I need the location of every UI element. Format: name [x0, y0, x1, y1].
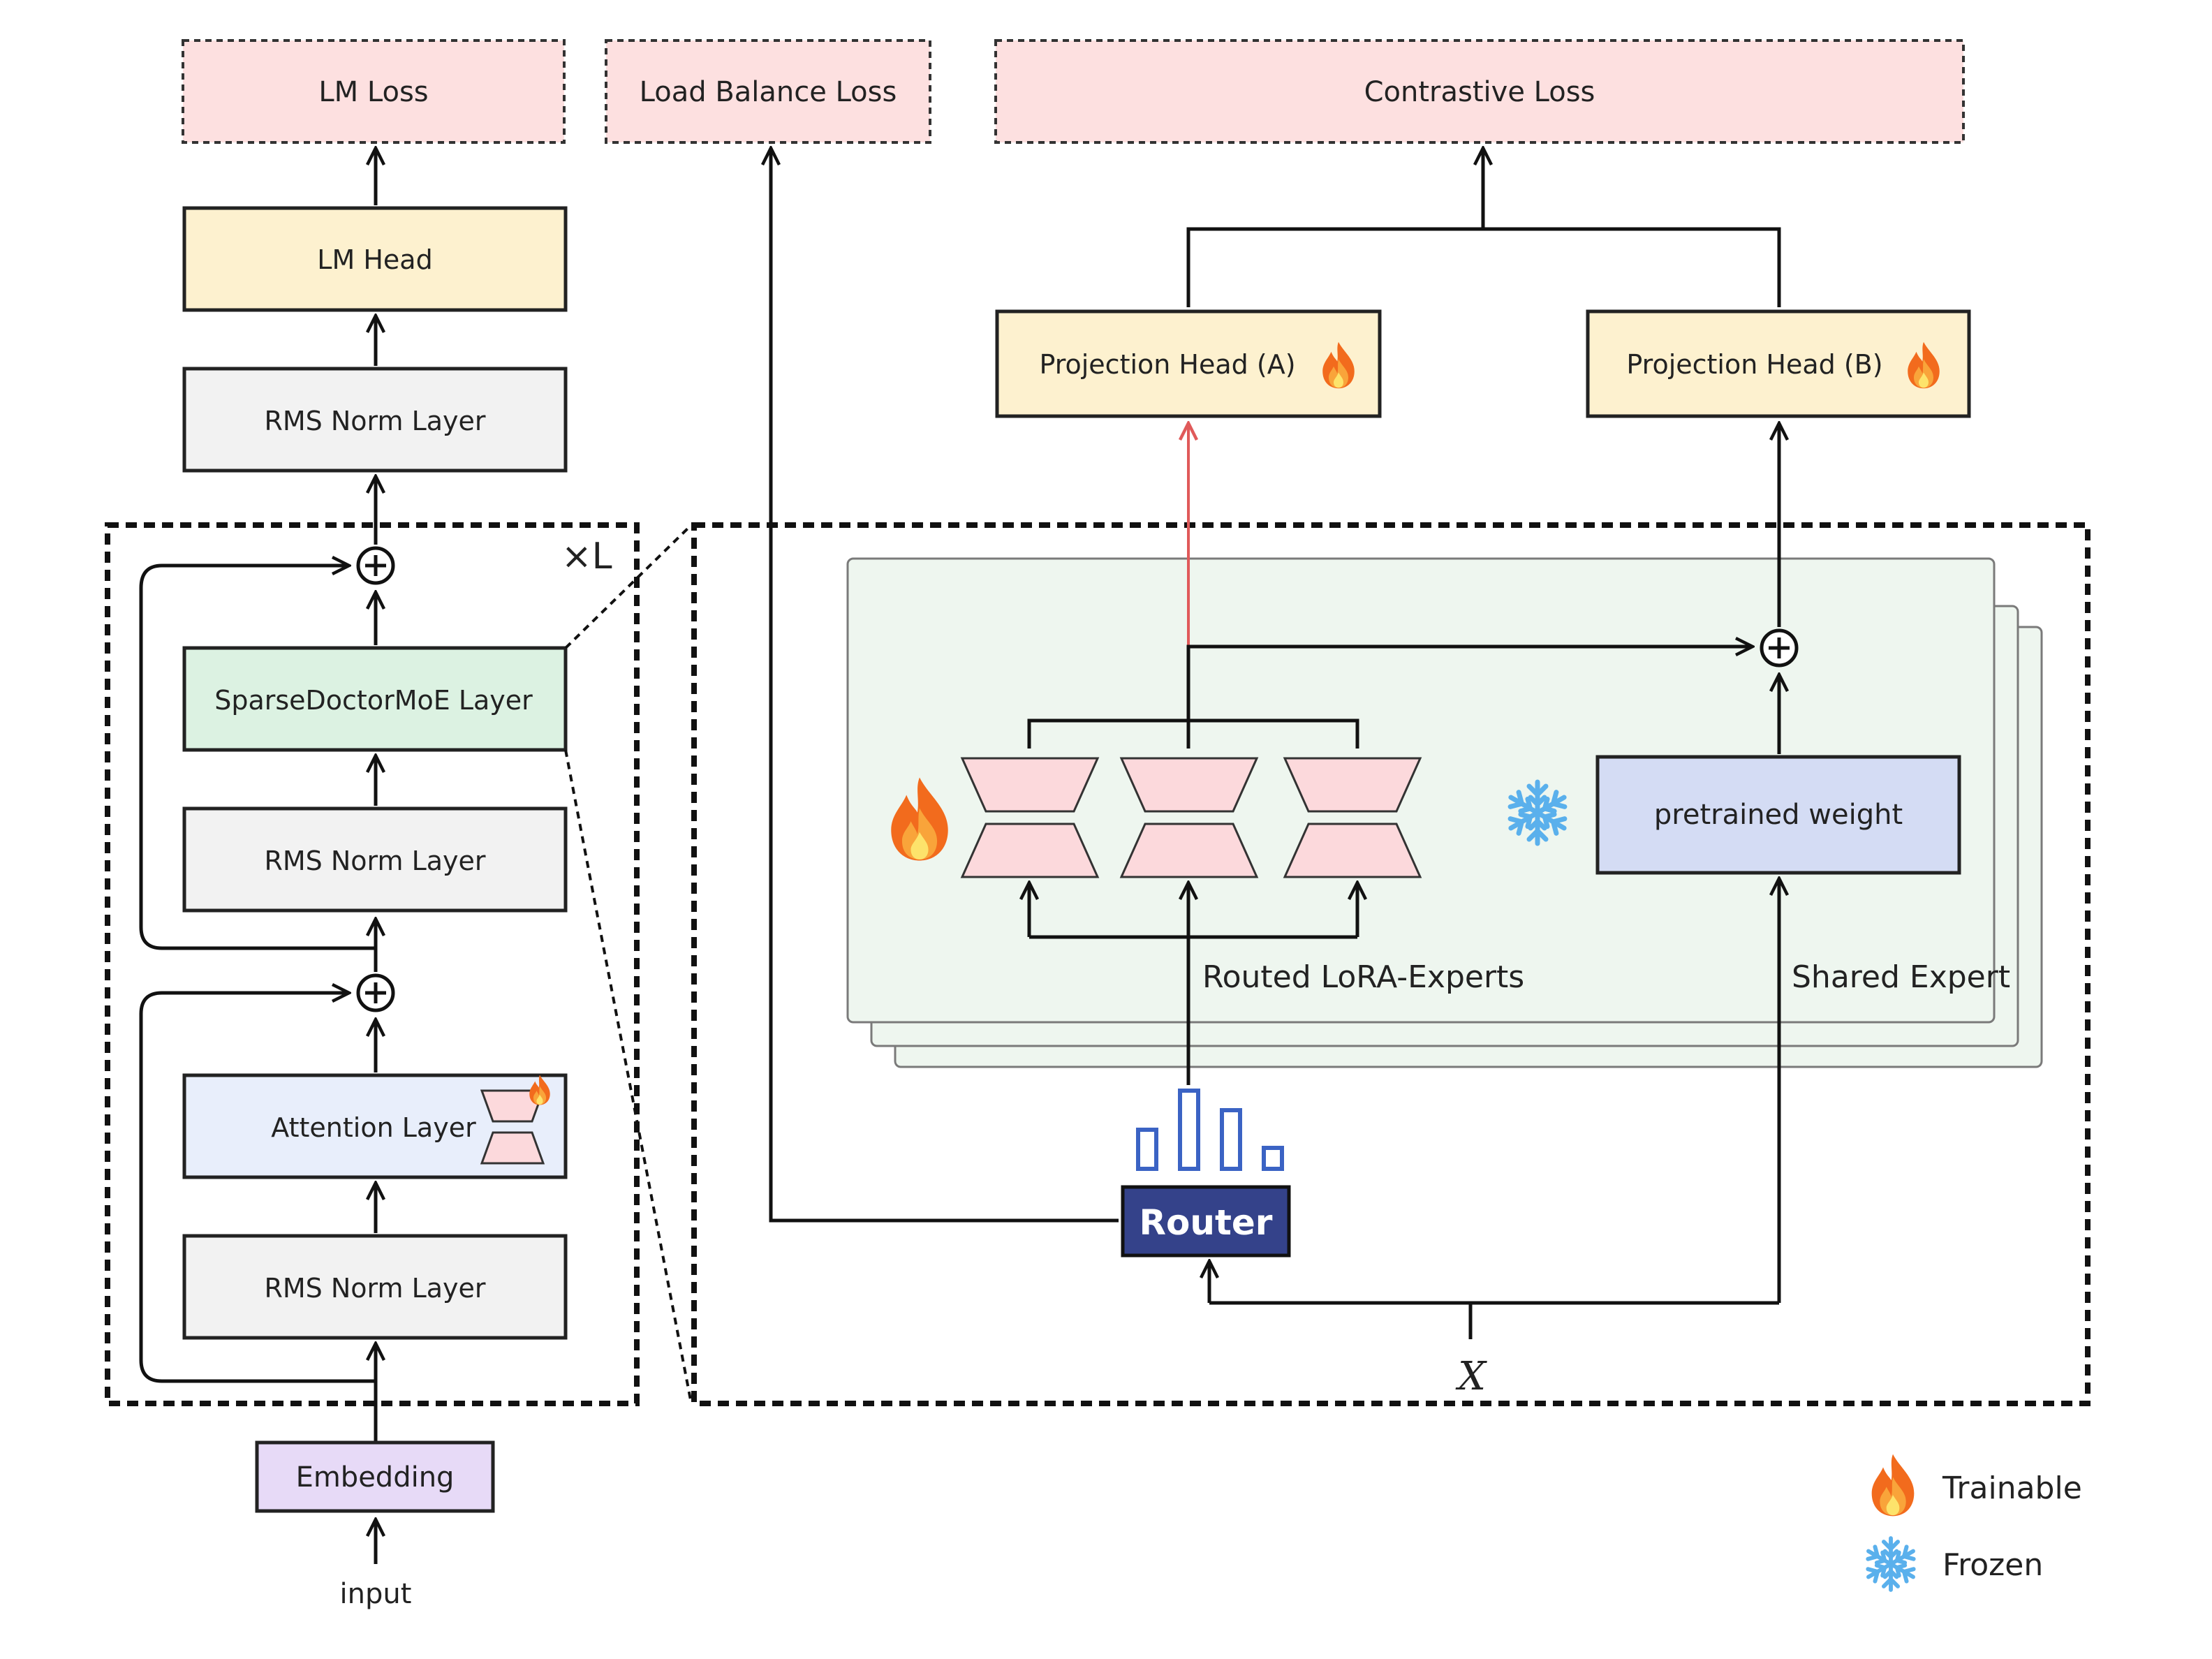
legend-trainable-label: Trainable — [1942, 1470, 2082, 1506]
projection-head-a-box: Projection Head (A) — [995, 309, 1382, 418]
rms-norm-bottom-box: RMS Norm Layer — [182, 1234, 568, 1340]
rms-norm-top-box: RMS Norm Layer — [182, 367, 568, 473]
x-input-label: X — [1455, 1354, 1487, 1399]
experts-top-bracket — [1027, 718, 1359, 749]
lm-loss-label: LM Loss — [318, 76, 428, 108]
load-balance-loss-label: Load Balance Loss — [640, 76, 897, 108]
repeat-count-label: ×L — [561, 536, 612, 577]
snowflake-icon — [1865, 1538, 1917, 1590]
projection-heads-merge-line — [1186, 227, 1781, 307]
rms-norm-mid-box: RMS Norm Layer — [182, 806, 568, 913]
experts-to-add-arrow — [1186, 647, 1753, 721]
moe-residual-skip — [139, 566, 376, 950]
router-label: Router — [1140, 1202, 1273, 1243]
moe-layer-label: SparseDoctorMoE Layer — [214, 685, 533, 716]
lora-expert-2 — [1119, 757, 1259, 878]
lora-expert-3 — [1283, 757, 1422, 878]
plus-circle-icon — [1762, 631, 1797, 665]
contrastive-loss-box: Contrastive Loss — [994, 39, 1965, 144]
input-label: input — [340, 1578, 412, 1610]
lora-expert-1 — [960, 757, 1100, 878]
router-to-load-balance-line — [771, 148, 1119, 1223]
shared-expert-label: Shared Expert — [1792, 959, 2010, 995]
moe-detail-frame — [691, 522, 2091, 1406]
pretrained-weight-box: pretrained weight — [1595, 755, 1961, 875]
decoder-layer-repeat-frame — [105, 522, 640, 1406]
attention-lora-adapter-icon — [480, 1089, 545, 1165]
router-box: Router — [1121, 1185, 1291, 1258]
rms-norm-top-label: RMS Norm Layer — [264, 406, 485, 436]
attention-layer-label: Attention Layer — [271, 1112, 476, 1143]
plus-circle-icon — [358, 548, 393, 583]
rms-norm-bottom-label: RMS Norm Layer — [264, 1273, 485, 1304]
contrastive-loss-label: Contrastive Loss — [1364, 76, 1595, 108]
projection-head-a-label: Projection Head (A) — [1039, 349, 1295, 380]
moe-layer-box: SparseDoctorMoE Layer — [182, 646, 568, 752]
routed-experts-label: Routed LoRA-Experts — [1202, 959, 1524, 995]
embedding-box: Embedding — [255, 1440, 495, 1513]
projection-head-b-box: Projection Head (B) — [1586, 309, 1971, 418]
lm-head-box: LM Head — [182, 206, 568, 312]
plus-circle-icon — [358, 975, 393, 1010]
load-balance-loss-box: Load Balance Loss — [605, 39, 931, 144]
expert-panel-front — [846, 557, 1996, 1024]
projection-head-b-label: Projection Head (B) — [1626, 349, 1882, 380]
attention-residual-skip — [139, 993, 376, 1383]
lm-loss-box: LM Loss — [182, 39, 566, 144]
rms-norm-mid-label: RMS Norm Layer — [264, 846, 485, 876]
bar-chart-icon — [1136, 1089, 1284, 1171]
legend: Trainable Frozen — [1865, 1454, 2082, 1590]
lm-head-label: LM Head — [317, 244, 432, 275]
legend-frozen-label: Frozen — [1942, 1547, 2043, 1583]
zoom-connector-top — [564, 524, 693, 649]
flame-icon — [1871, 1454, 1915, 1517]
embedding-label: Embedding — [296, 1461, 455, 1494]
zoom-connector-bottom — [564, 749, 693, 1404]
pretrained-weight-label: pretrained weight — [1654, 799, 1903, 831]
attention-layer-box: Attention Layer — [182, 1073, 568, 1179]
